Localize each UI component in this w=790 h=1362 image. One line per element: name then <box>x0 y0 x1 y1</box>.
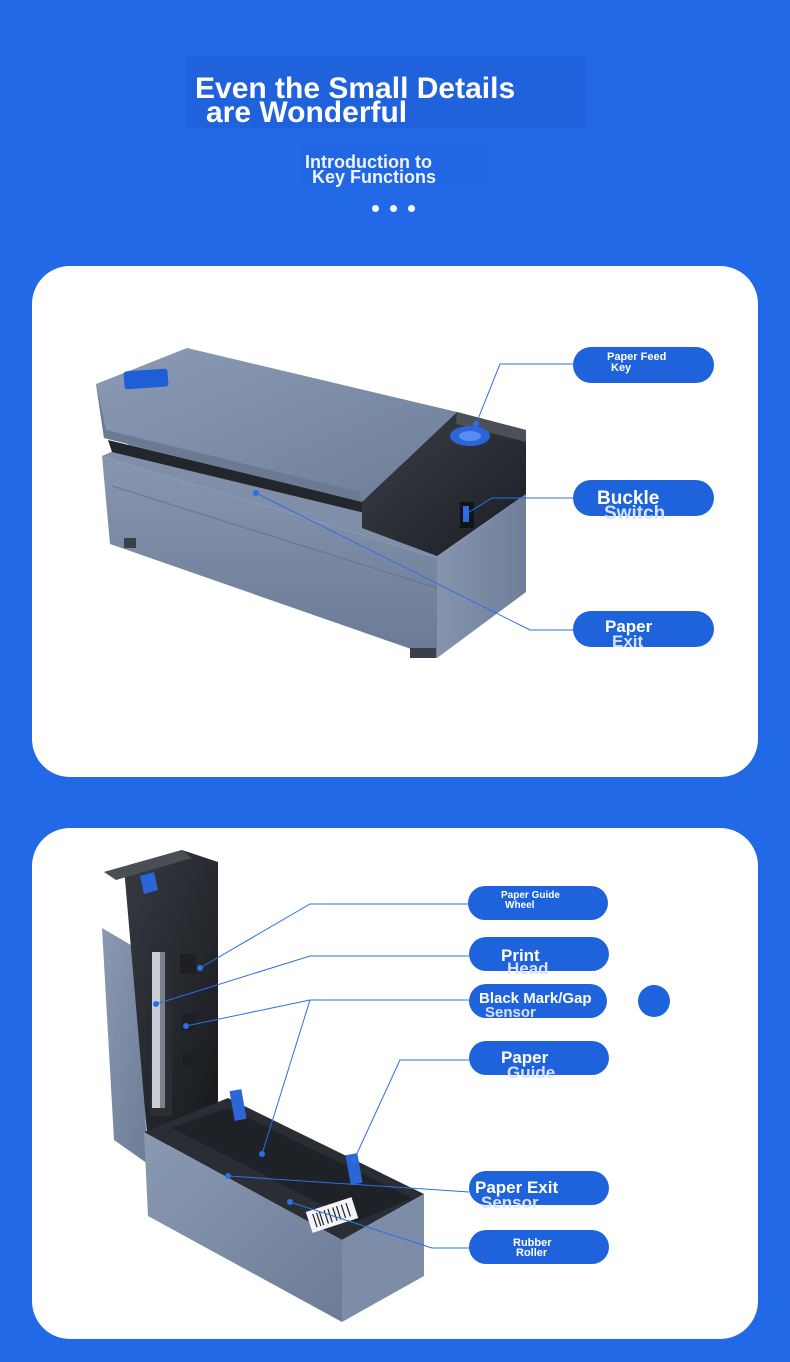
dot <box>390 205 397 212</box>
label-print-head: Print Head <box>469 937 609 977</box>
label-line2: Key <box>611 362 632 374</box>
label-line1: Paper Feed <box>607 351 667 363</box>
open-printer-card: Paper Guide Wheel Print Head Black Mark/… <box>32 828 758 1339</box>
headline-line1: Even the Small Details <box>195 72 516 105</box>
closed-printer-card: Paper Feed Key Buckle Switch Paper Exit <box>32 266 758 777</box>
label-buckle-switch: Buckle Switch <box>573 480 714 523</box>
label-line1: Paper <box>605 617 653 636</box>
label-rubber-roller: Rubber Roller <box>469 1230 609 1264</box>
open-lid <box>102 850 218 1168</box>
label-line2: Sensor <box>481 1193 539 1212</box>
paper-tray <box>172 1108 412 1222</box>
label-line2: Guide <box>507 1063 556 1082</box>
paper-guide-wheel-icon <box>140 872 158 894</box>
paper-guide-left-icon <box>229 1089 247 1121</box>
printer-lid <box>96 348 457 502</box>
paper-guide-right-icon <box>345 1153 363 1185</box>
label-line1: Print <box>501 946 540 965</box>
label-line1: Black Mark/Gap <box>479 990 592 1007</box>
label-line2: Wheel <box>505 900 535 911</box>
subheadline: Introduction to Key Functions <box>302 144 488 188</box>
label-paper-guide: Paper Guide <box>469 1041 609 1081</box>
print-head-icon <box>152 952 160 1108</box>
leader-lines <box>253 363 574 631</box>
open-printer-illustration <box>102 850 470 1322</box>
decorative-dot <box>638 985 670 1017</box>
headline: Even the Small Details are Wonderful <box>186 56 586 128</box>
label-line1: Rubber <box>513 1237 552 1249</box>
closed-printer-illustration <box>96 348 574 658</box>
label-paper-exit: Paper Exit <box>573 611 714 651</box>
label-paper-exit-sensor: Paper Exit Sensor <box>469 1171 609 1211</box>
subheadline-line2: Key Functions <box>312 167 437 187</box>
label-line1: Paper Guide <box>501 890 560 901</box>
leader-lines <box>153 903 470 1249</box>
subheadline-line1: Introduction to <box>305 152 432 172</box>
barcode-label <box>305 1197 359 1233</box>
label-black-mark-gap-sensor: Black Mark/Gap Sensor <box>469 984 607 1021</box>
headline-line2: are Wonderful <box>206 96 408 129</box>
label-line1: Paper <box>501 1048 549 1067</box>
ellipsis-dots <box>372 205 418 213</box>
label-line1: Paper Exit <box>475 1178 559 1197</box>
label-line2: Exit <box>612 632 644 651</box>
label-line2: Switch <box>604 503 666 524</box>
dot <box>372 205 379 212</box>
label-paper-guide-wheel: Paper Guide Wheel <box>468 886 608 920</box>
paper-exit-slot <box>108 440 427 528</box>
dot <box>408 205 415 212</box>
logo-badge <box>123 368 169 390</box>
black-front-cover <box>362 412 526 556</box>
label-paper-feed-key: Paper Feed Key <box>573 347 714 383</box>
label-line2: Head <box>507 959 549 978</box>
label-line1: Buckle <box>597 488 660 509</box>
printer-base <box>144 1089 424 1322</box>
label-line2: Sensor <box>485 1004 536 1021</box>
label-line2: Roller <box>516 1247 548 1259</box>
